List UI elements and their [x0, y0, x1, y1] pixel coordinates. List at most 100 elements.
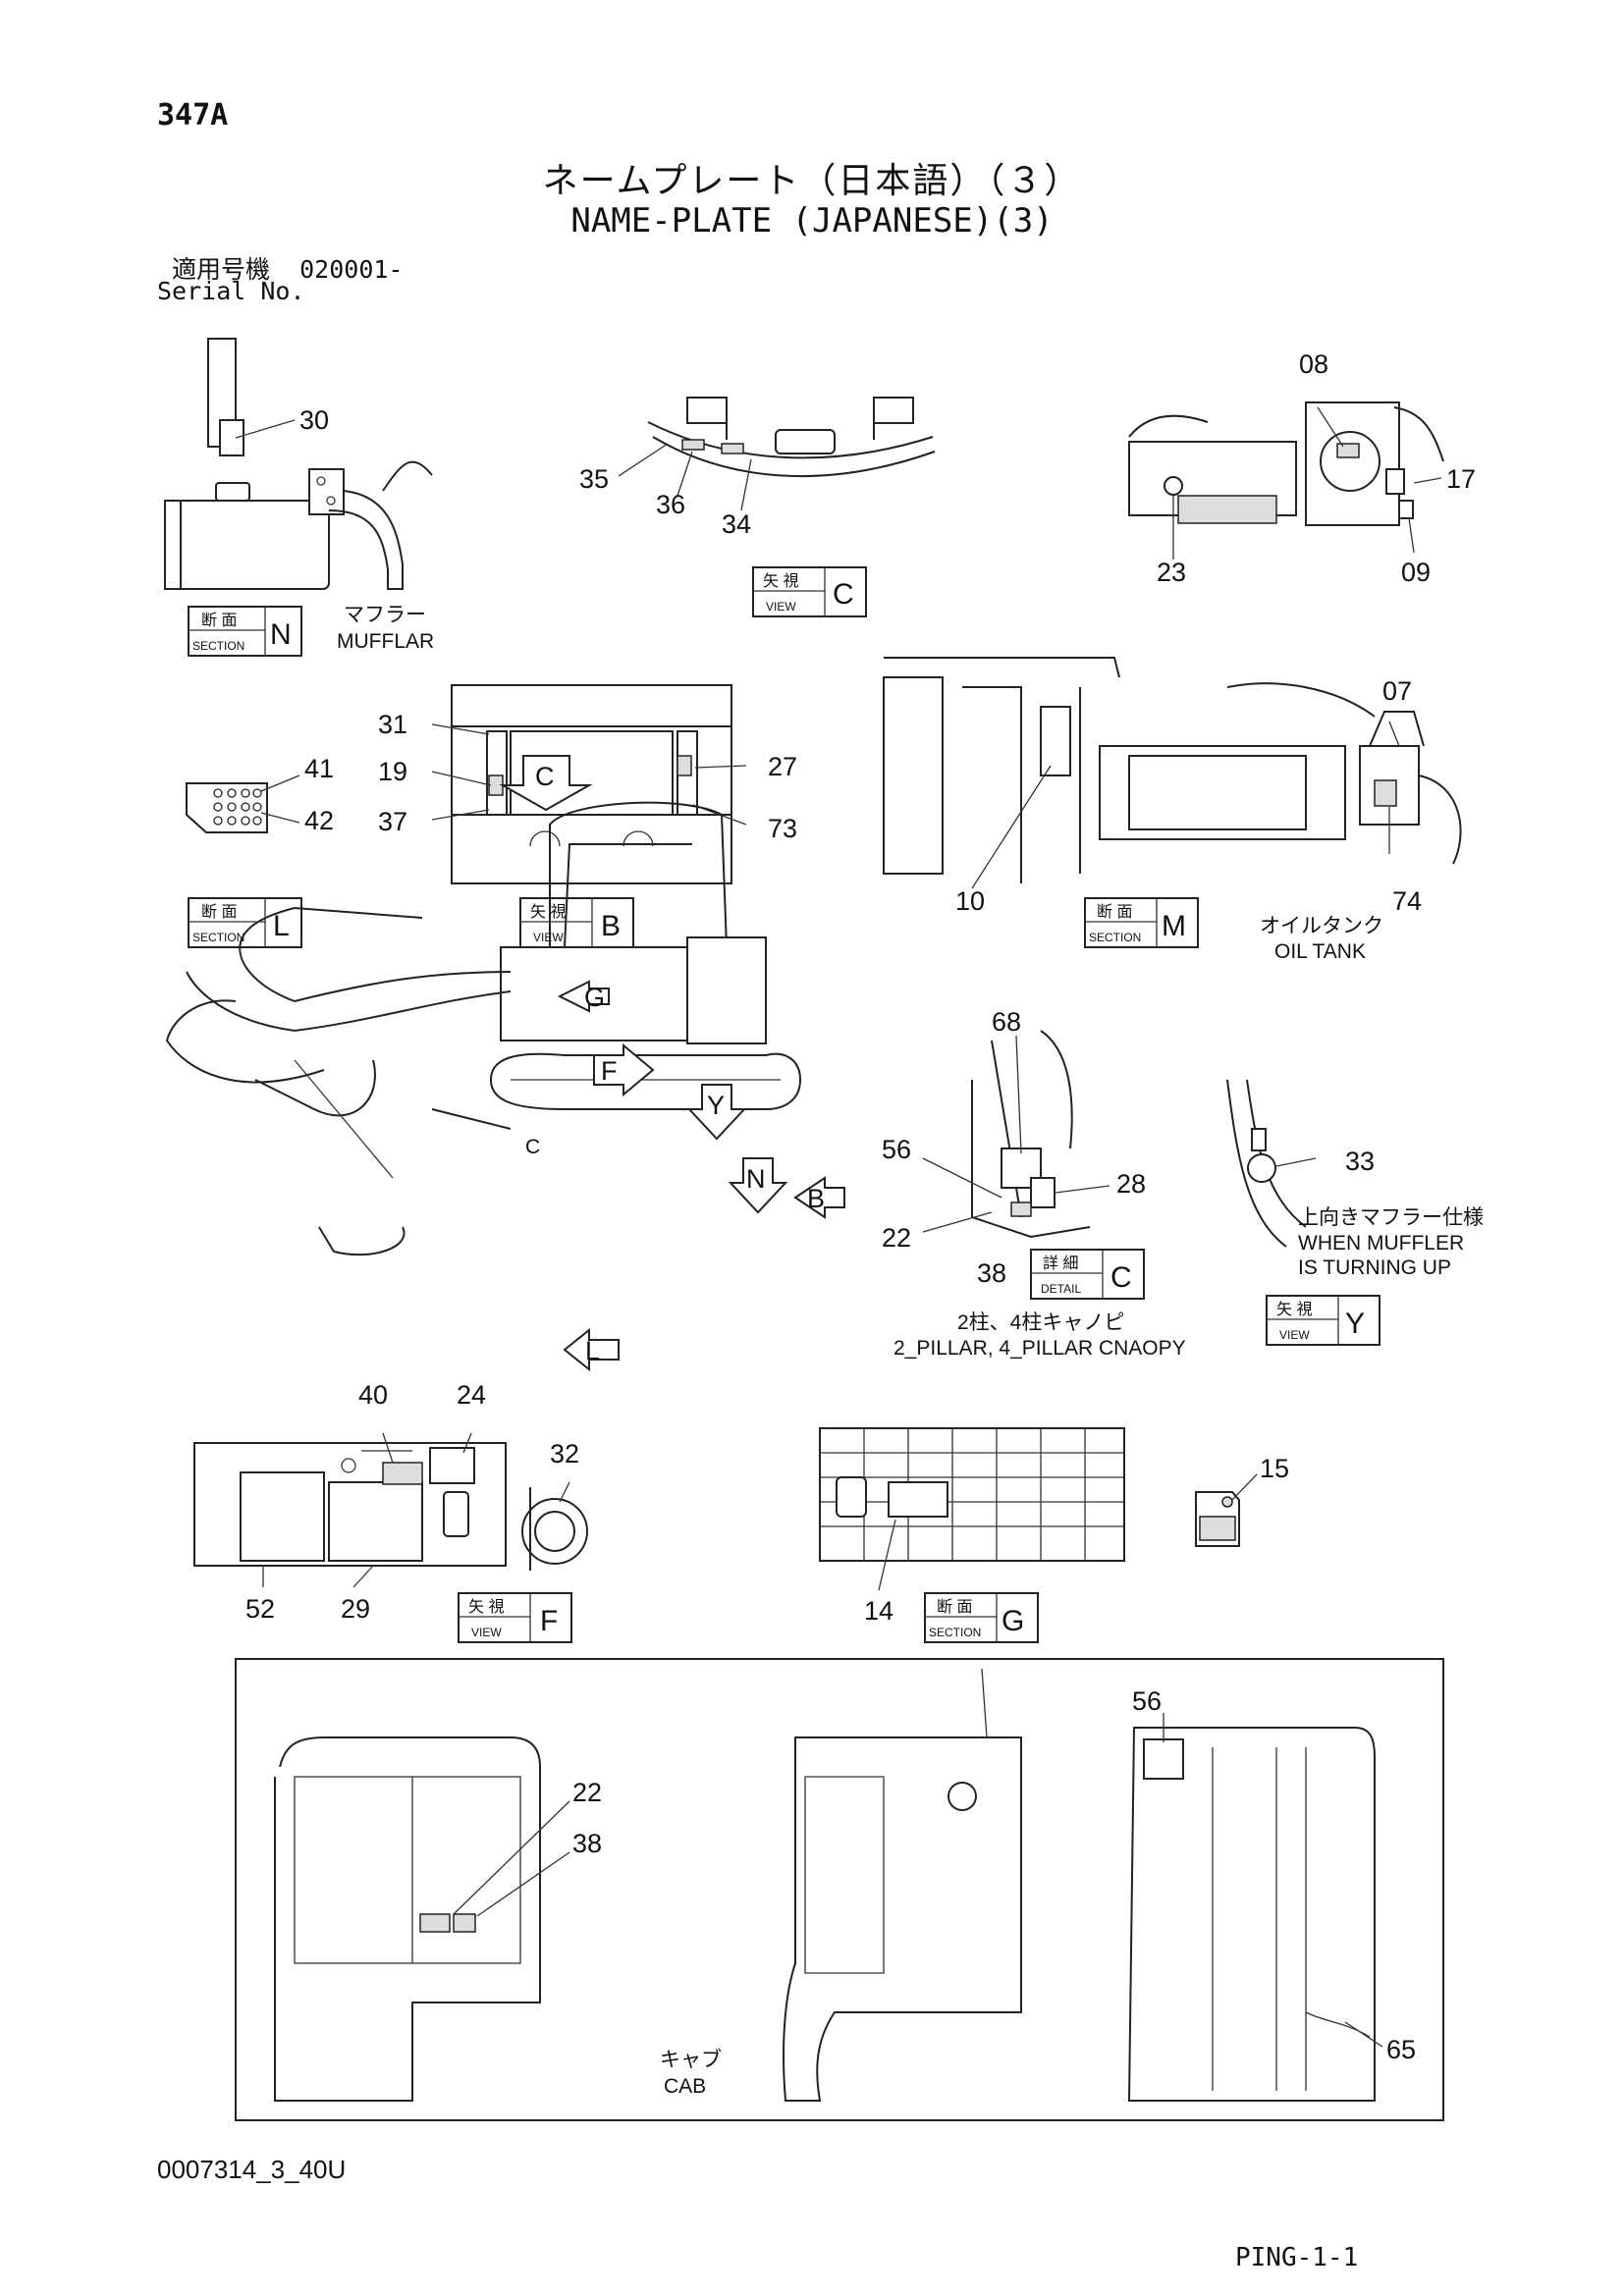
callout-19: 19 [378, 757, 407, 786]
callout-31: 31 [378, 710, 407, 739]
cab-frame [235, 1658, 1444, 2121]
callout-41: 41 [304, 754, 334, 783]
callout-37: 37 [378, 807, 407, 836]
tag-section-n-letter: N [270, 618, 292, 651]
callout-56: 56 [882, 1135, 911, 1164]
tag-section-l: 断 面 SECTION L [188, 897, 302, 948]
nameplate-38 [1010, 1201, 1032, 1217]
arrow-y-letter: Y [707, 1091, 725, 1120]
callout-cab-56: 56 [1132, 1686, 1162, 1716]
view-y-muffler-up [1226, 1079, 1317, 1248]
svg-text:矢 視: 矢 視 [1276, 1301, 1312, 1318]
sheet-number: PING-1-1 [1235, 2243, 1359, 2272]
svg-text:断 面: 断 面 [201, 903, 237, 921]
caption-canopy-jp: 2柱、4柱キャノピ [957, 1311, 1124, 1334]
callout-10: 10 [955, 886, 985, 916]
svg-text:断 面: 断 面 [201, 612, 237, 629]
caption-cab-en: CAB [664, 2075, 706, 2098]
tag-view-c-letter: C [833, 578, 854, 611]
tag-detail-c: 詳 細 DETAIL C [1030, 1249, 1145, 1300]
nameplate-24 [429, 1447, 475, 1484]
tag-view-b-letter: B [601, 910, 621, 942]
nameplate-10 [1040, 706, 1071, 776]
tag-view-b: 矢 視 VIEW B [519, 897, 634, 948]
top-right-assembly [1128, 401, 1444, 560]
svg-text:VIEW: VIEW [471, 1626, 502, 1639]
nameplate-08 [1336, 443, 1360, 458]
svg-text:VIEW: VIEW [766, 600, 796, 614]
callout-40: 40 [358, 1380, 388, 1410]
view-f-panel [193, 1432, 507, 1588]
tag-view-f-letter: F [540, 1605, 558, 1637]
view-arrow-l [563, 1327, 620, 1372]
title-japanese: ネームプレート（日本語）（３） [542, 160, 1082, 200]
serial-value: 020001- [299, 255, 404, 284]
caption-canopy-en: 2_PILLAR, 4_PILLAR CNAOPY [893, 1337, 1186, 1360]
caption-cab-jp: キャブ [660, 2049, 722, 2071]
arrow-l-letter: L [585, 1336, 600, 1365]
view-arrow-n [728, 1157, 788, 1214]
arrow-n-letter: N [746, 1164, 766, 1194]
svg-text:VIEW: VIEW [533, 931, 564, 944]
arrow-c-small-letter: C [535, 762, 555, 791]
cab-nameplate-56 [1143, 1738, 1184, 1780]
callout-15: 15 [1260, 1454, 1289, 1483]
nameplate-09 [1398, 500, 1414, 519]
caption-muffler-up-en1: WHEN MUFFLER [1298, 1232, 1464, 1255]
tag-section-g: 断 面 SECTION G [924, 1592, 1039, 1643]
svg-text:断 面: 断 面 [937, 1598, 972, 1616]
callout-07: 07 [1382, 676, 1412, 706]
svg-text:矢 視: 矢 視 [763, 572, 798, 590]
cab-front-view [274, 1736, 570, 2102]
callout-27: 27 [768, 752, 797, 781]
drawing-number: 0007314_3_40U [157, 2155, 347, 2184]
tag-view-f: 矢 視 VIEW F [458, 1592, 572, 1643]
callout-08: 08 [1299, 349, 1328, 379]
callout-cab-22: 22 [572, 1778, 602, 1807]
callout-33: 33 [1345, 1147, 1375, 1176]
svg-text:SECTION: SECTION [192, 931, 244, 944]
view-arrow-g [557, 980, 610, 1013]
section-l-plate [186, 774, 300, 833]
view-arrows: G F Y N B L C [525, 980, 845, 1372]
caption-muffler-jp: マフラー [344, 604, 426, 626]
title-english: NAME-PLATE (JAPANESE)(3) [570, 201, 1054, 240]
callout-32: 32 [550, 1439, 579, 1468]
cab-nameplate-38 [453, 1913, 476, 1933]
serial-label-en: Serial No. [157, 277, 305, 305]
view-arrow-b [793, 1176, 845, 1219]
part-15-tag [1195, 1473, 1258, 1547]
callout-14: 14 [864, 1596, 893, 1626]
caption-muffler-up-jp: 上向きマフラー仕様 [1298, 1206, 1484, 1229]
page-code: 347A [157, 98, 229, 133]
section-n-muffler [164, 338, 433, 590]
cab-rear-view [1127, 1713, 1383, 2102]
callout-cab-38: 38 [572, 1829, 602, 1858]
svg-text:矢 視: 矢 視 [468, 1598, 504, 1616]
svg-text:断 面: 断 面 [1097, 903, 1132, 921]
nameplate-28 [1030, 1177, 1056, 1208]
callout-23: 23 [1157, 558, 1186, 587]
view-b-cover: C [431, 684, 747, 884]
callout-74: 74 [1392, 886, 1422, 916]
svg-text:VIEW: VIEW [1279, 1328, 1310, 1342]
caption-muffler-en: MUFFLAR [337, 630, 434, 653]
part-32-gear [521, 1481, 588, 1571]
view-arrow-c-small [499, 755, 593, 812]
tag-section-l-letter: L [273, 910, 290, 942]
svg-text:SECTION: SECTION [1089, 931, 1141, 944]
caption-oiltank-jp: オイルタンク [1260, 915, 1383, 937]
callout-52: 52 [245, 1594, 275, 1624]
tag-view-y: 矢 視 VIEW Y [1266, 1295, 1380, 1346]
caption-muffler-up-en2: IS TURNING UP [1298, 1256, 1451, 1279]
callout-cab-65: 65 [1386, 2035, 1416, 2064]
callout-numbers: 30 35 36 34 08 17 23 09 31 19 37 27 73 4… [245, 349, 1476, 2064]
nameplate-17 [1385, 468, 1405, 495]
svg-text:SECTION: SECTION [192, 639, 244, 653]
arrow-b-letter: B [807, 1184, 825, 1213]
cab-side-view [783, 1668, 1022, 2102]
callout-24: 24 [457, 1380, 486, 1410]
svg-text:詳 細: 詳 細 [1043, 1255, 1078, 1272]
tag-section-m: 断 面 SECTION M [1084, 897, 1199, 948]
